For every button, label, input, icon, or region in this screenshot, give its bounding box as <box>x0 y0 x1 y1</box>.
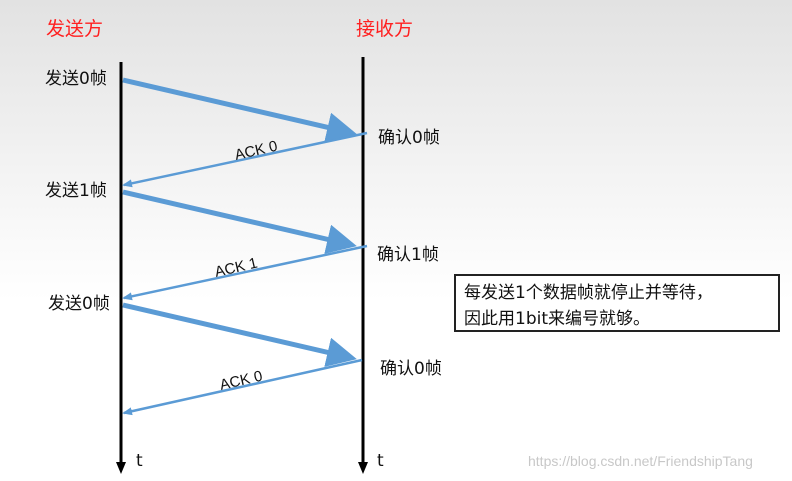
frame-arrow-1 <box>122 189 357 254</box>
receiver-event-0: 确认0帧 <box>378 128 440 148</box>
receiver-event-1: 确认1帧 <box>377 245 439 265</box>
note-line-2: 因此用1bit来编号就够。 <box>464 309 650 329</box>
sender-header: 发送方 <box>46 18 103 40</box>
sender-time-label: t <box>136 451 143 471</box>
receiver-time-label: t <box>377 451 384 471</box>
ack-label-0: ACK 0 <box>233 138 279 164</box>
ack-label-1: ACK 1 <box>213 255 259 281</box>
receiver-header: 接收方 <box>356 18 413 40</box>
note-box: 每发送1个数据帧就停止并等待， 因此用1bit来编号就够。 <box>454 274 780 332</box>
watermark: https://blog.csdn.net/FriendshipTang <box>528 453 753 469</box>
ack-arrow-2 <box>122 358 363 416</box>
ack-arrow-0 <box>122 131 368 188</box>
receiver-time-arrowhead <box>358 462 368 474</box>
sender-event-1: 发送1帧 <box>45 181 107 201</box>
sender-event-0: 发送0帧 <box>45 69 107 89</box>
ack-label-2: ACK 0 <box>218 368 264 394</box>
sender-event-2: 发送0帧 <box>48 294 110 314</box>
ack-arrow-1 <box>122 244 368 301</box>
frame-arrow-0 <box>122 77 357 142</box>
receiver-event-2: 确认0帧 <box>380 359 442 379</box>
note-line-1: 每发送1个数据帧就停止并等待， <box>464 283 713 303</box>
frame-arrow-2 <box>122 302 357 367</box>
sender-time-arrowhead <box>116 462 126 474</box>
